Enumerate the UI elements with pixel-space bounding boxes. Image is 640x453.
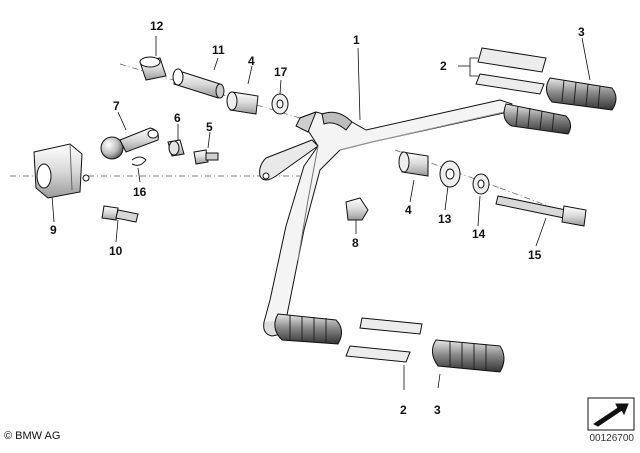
- callout-7: 7: [113, 99, 120, 113]
- nut-part-6[interactable]: [167, 139, 185, 157]
- reference-arrow-icon: [587, 397, 635, 431]
- sleeve-part-11[interactable]: [172, 68, 225, 99]
- callout-11: 11: [212, 43, 225, 57]
- washer-part-14[interactable]: [472, 173, 490, 195]
- callout-16: 16: [133, 185, 147, 199]
- spacer-part-4-upper[interactable]: [226, 91, 259, 115]
- clip-part-2-lower[interactable]: [345, 317, 423, 363]
- bolt-part-10[interactable]: [101, 205, 139, 223]
- diagram-code-label: 00126700: [589, 433, 635, 444]
- ball-joint-part-7[interactable]: [100, 127, 159, 160]
- leader-lines: [51, 36, 591, 390]
- copyright-label: © BMW AG: [4, 430, 61, 442]
- bushing-part-12[interactable]: [139, 56, 167, 81]
- callout-10: 10: [109, 244, 123, 258]
- rubber-grip-part-3-lower[interactable]: [432, 339, 505, 373]
- callout-15: 15: [528, 248, 542, 262]
- callout-2-upper: 2: [440, 59, 447, 73]
- callout-5: 5: [206, 120, 213, 134]
- callout-14: 14: [472, 227, 486, 241]
- callout-3-upper: 3: [578, 25, 585, 39]
- callout-1: 1: [353, 33, 360, 47]
- callout-12: 12: [150, 19, 164, 33]
- rubber-grip-part-3-upper[interactable]: [546, 77, 617, 111]
- callout-4-lower: 4: [405, 203, 412, 217]
- callout-6: 6: [174, 111, 181, 125]
- footrest-bracket-part-1[interactable]: [259, 99, 513, 337]
- callout-17: 17: [274, 65, 288, 79]
- callout-2-lower: 2: [400, 403, 407, 417]
- clamp-bracket-part-9[interactable]: [33, 143, 90, 199]
- callout-13: 13: [438, 212, 452, 226]
- bolt-part-15[interactable]: [495, 195, 587, 227]
- callout-8: 8: [352, 236, 359, 250]
- nut-part-8[interactable]: [345, 197, 369, 221]
- clip-part-2-upper[interactable]: [475, 47, 547, 95]
- screw-part-5[interactable]: [193, 149, 219, 165]
- callout-4-upper: 4: [248, 54, 255, 68]
- footrest-rubber-upper[interactable]: [503, 103, 572, 135]
- clip-part-16[interactable]: [131, 156, 147, 166]
- callout-3-lower: 3: [434, 403, 441, 417]
- washer-part-13[interactable]: [439, 160, 461, 188]
- footrest-rubber-lower[interactable]: [274, 313, 342, 345]
- washer-part-17[interactable]: [271, 93, 289, 115]
- callout-9: 9: [50, 223, 57, 237]
- spacer-part-4-lower[interactable]: [398, 151, 429, 177]
